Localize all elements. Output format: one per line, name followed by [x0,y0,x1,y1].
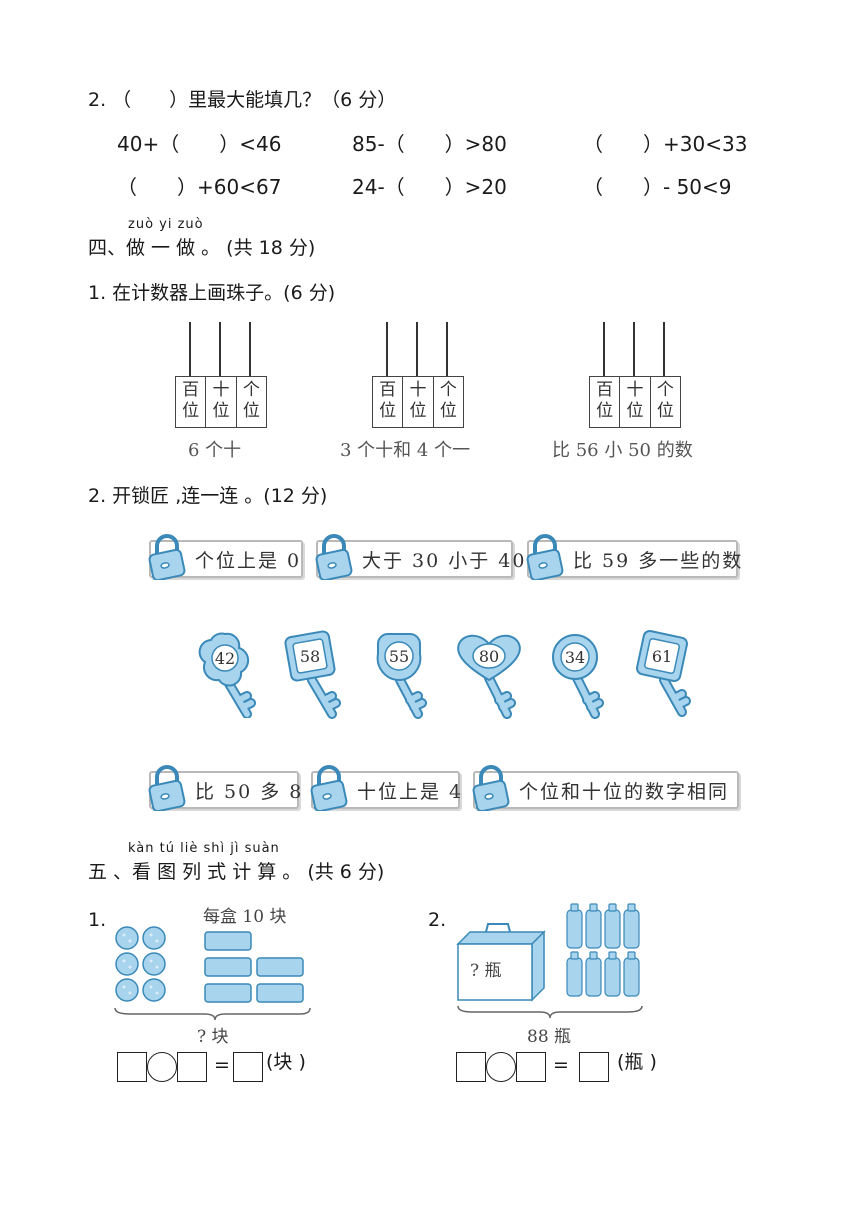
p2-answer-box-1[interactable] [456,1052,486,1082]
p2-answer-box-2[interactable] [516,1052,546,1082]
padlock-icon [472,765,510,811]
abacus-3-tens: 十位 [620,377,651,427]
q2-item-6: （ ）- 50<9 [583,175,732,199]
key-2[interactable]: 58 [282,630,352,720]
abacus-2-tens: 十位 [403,377,434,427]
abacus-1-tens: 十位 [206,377,237,427]
abacus-1-caption: 6 个十 [188,440,242,461]
p1-answer-box-3[interactable] [233,1052,263,1082]
abacus-3-ones: 个位 [656,380,674,421]
p1-equals: = [214,1054,230,1076]
abacus-2-hundreds: 百位 [373,377,404,427]
q2-item-4: （ ）+60<67 [117,175,282,199]
p2-box-label: ? 瓶 [470,961,502,981]
q2-item-1: 40+（ ）<46 [117,132,282,156]
lock-top-2[interactable]: 大于 30 小于 40 [315,534,524,580]
lock-top-1[interactable]: 个位上是 0 [148,534,303,580]
padlock-icon [148,765,186,811]
bottles-illustration [456,903,643,1019]
section5-pinyin: kàn tú liè shì jì suàn [128,841,280,856]
abacus-3-hundreds: 百位 [590,377,621,427]
p2-equals: = [553,1054,569,1076]
key-3[interactable]: 55 [370,630,440,720]
abacus-2-ones: 个位 [439,380,457,421]
q2-item-3: （ ）+30<33 [583,132,748,156]
p2-label-bottom: 88 瓶 [527,1027,572,1047]
lock-bottom-2-label: 十位上是 4 [357,781,464,803]
abacus-2[interactable]: 百位 十位 个位 [372,322,464,432]
q2-item-5: 24-（ ）>20 [352,175,507,199]
q2-item-2: 85-（ ）>80 [352,132,507,156]
p1-label-top: 每盒 10 块 [203,907,287,927]
biscuit-illustration [114,926,311,1021]
padlock-icon [526,534,564,580]
p2-answer-box-3[interactable] [579,1052,609,1082]
key-1[interactable]: 42 [195,628,265,718]
key-4-number: 80 [479,647,499,666]
key-6-number: 61 [652,647,672,666]
lock-bottom-2[interactable]: 十位上是 4 [310,765,464,811]
abacus-3[interactable]: 百位 十位 个位 [589,322,681,432]
lock-top-3-label: 比 59 多一些的数 [573,550,744,572]
key-5-number: 34 [565,648,585,667]
section5-title: 五 、看 图 列 式 计 算 。 (共 6 分) [88,861,385,883]
lock-top-2-label: 大于 30 小于 40 [362,550,527,572]
p1-answer-box-1[interactable] [117,1052,147,1082]
key-2-number: 58 [300,647,320,666]
p1-label-bottom: ? 块 [197,1027,229,1047]
q4-2-title: 2. 开锁匠 ,连一连 。(12 分) [88,485,328,507]
key-6[interactable]: 61 [634,630,704,720]
padlock-icon [315,534,353,580]
lock-bottom-1-label: 比 50 多 8 [195,781,304,803]
abacus-2-caption: 3 个十和 4 个一 [340,440,471,461]
lock-bottom-3-label: 个位和十位的数字相同 [519,781,730,803]
p1-operator-circle[interactable] [147,1052,177,1082]
p1-unit: (块 ) [266,1051,306,1073]
section4-title: 四、做 一 做 。 (共 18 分) [88,237,316,259]
p2-unit: (瓶 ) [617,1051,657,1073]
abacus-1[interactable]: 百位 十位 个位 [175,322,267,432]
p1-answer-box-2[interactable] [177,1052,207,1082]
q2-title: 2. （ ）里最大能填几？（6 分） [88,89,397,111]
q4-1-title: 1. 在计数器上画珠子。(6 分) [88,282,336,304]
key-3-number: 55 [389,647,409,666]
p2-operator-circle[interactable] [486,1052,516,1082]
section4-pinyin: zuò yi zuò [128,217,204,232]
padlock-icon [148,534,186,580]
lock-bottom-1[interactable]: 比 50 多 8 [148,765,301,811]
lock-top-3[interactable]: 比 59 多一些的数 [526,534,741,580]
p1-number: 1. [88,909,107,931]
lock-bottom-3[interactable]: 个位和十位的数字相同 [472,765,739,811]
padlock-icon [310,765,348,811]
key-4[interactable]: 80 [455,630,530,720]
abacus-3-caption: 比 56 小 50 的数 [552,440,693,461]
abacus-1-hundreds: 百位 [176,377,207,427]
abacus-1-ones: 个位 [242,380,260,421]
key-1-number: 42 [215,649,235,668]
lock-top-1-label: 个位上是 0 [195,550,302,572]
p2-number: 2. [428,909,447,931]
key-5[interactable]: 34 [547,630,617,720]
